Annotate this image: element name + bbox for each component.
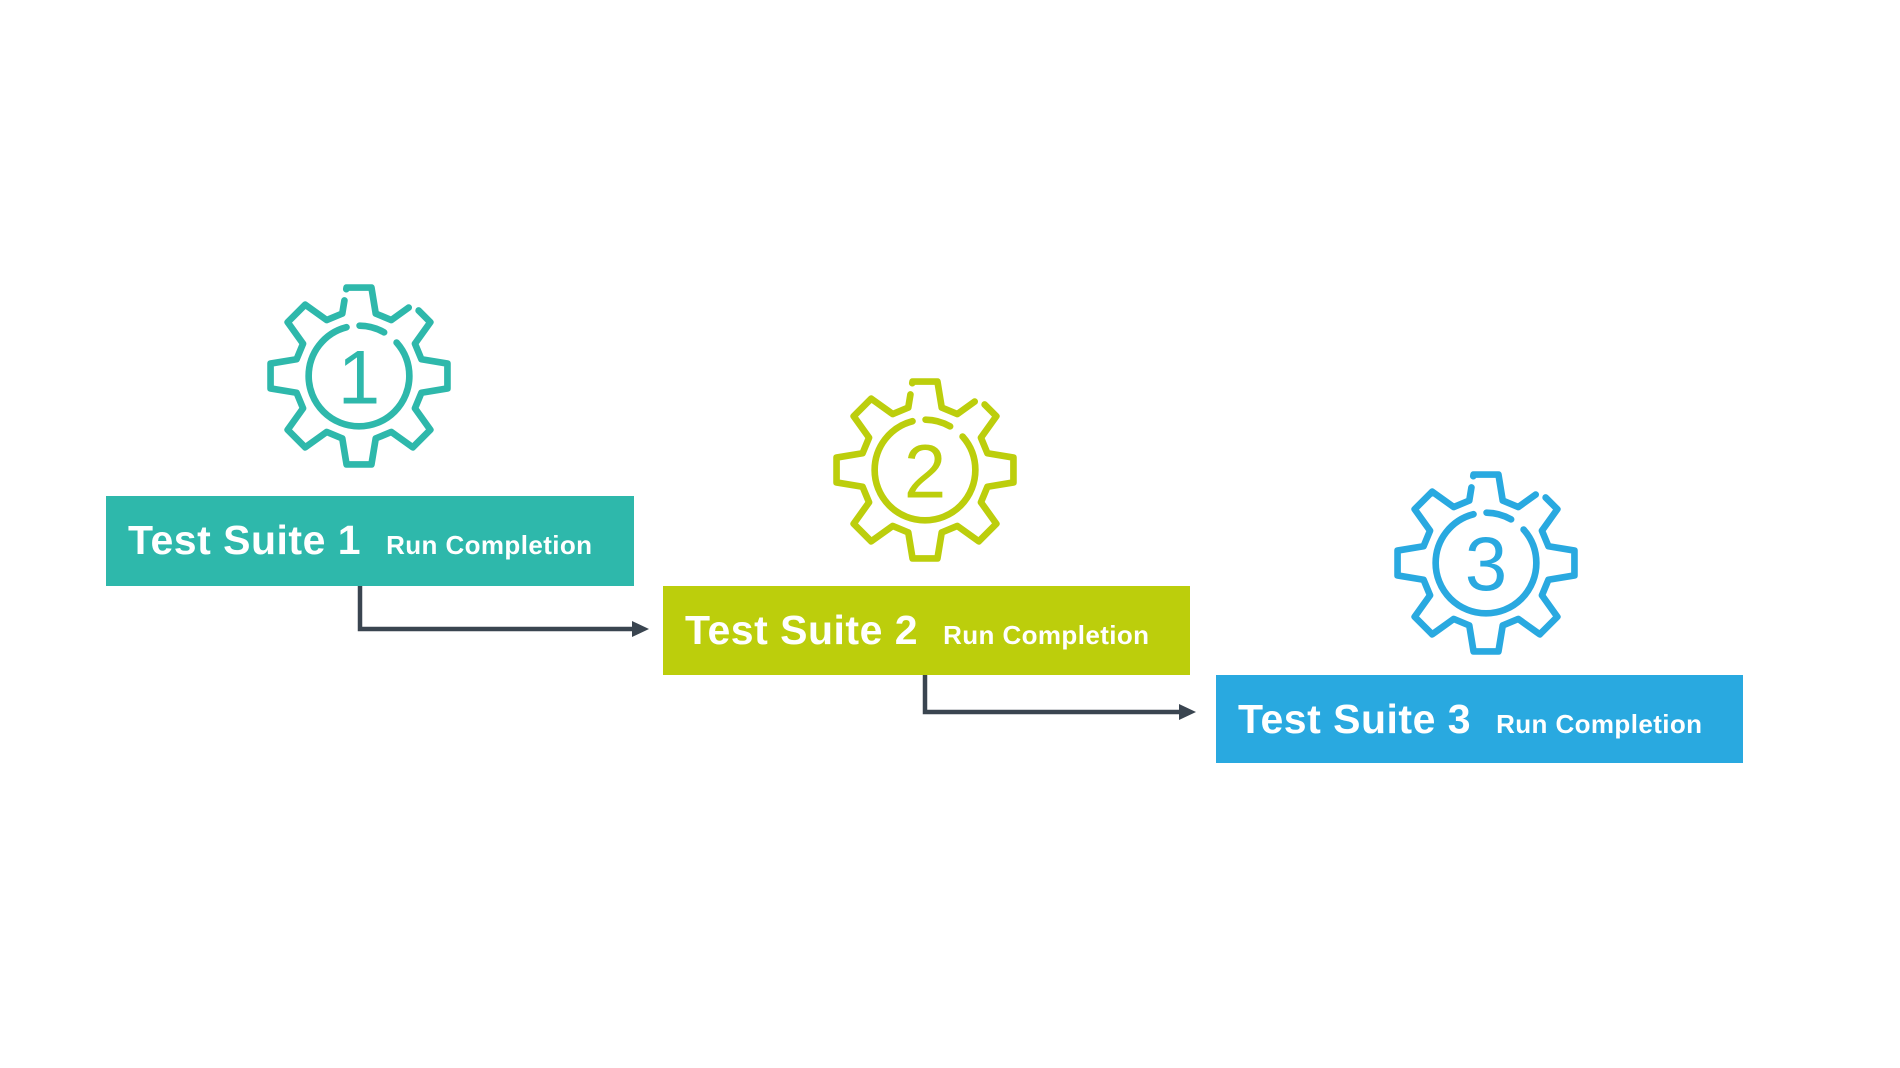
gear-3-icon: 3 <box>1394 471 1578 655</box>
test-suite-3-label: Test Suite 3 <box>1238 696 1472 742</box>
test-suite-1-label: Test Suite 1 <box>128 517 362 563</box>
gear-2-icon: 2 <box>833 378 1017 562</box>
gear-1-icon: 1 <box>267 284 451 468</box>
test-suite-1-run-completion-label: Run Completion <box>386 530 593 560</box>
test-suite-2-bar: Test Suite 2 Run Completion <box>663 586 1190 675</box>
test-suite-2-run-completion-label: Run Completion <box>943 620 1150 650</box>
arrowhead-icon <box>632 621 649 637</box>
test-suite-2-label: Test Suite 2 <box>685 607 919 653</box>
connector-line <box>357 586 634 632</box>
test-suite-3-run-completion-label: Run Completion <box>1496 709 1703 739</box>
connector-arrow-suite1-to-suite2 <box>357 586 649 637</box>
test-suite-3-bar: Test Suite 3 Run Completion <box>1216 675 1743 763</box>
connector-line <box>922 675 1181 715</box>
svg-text:1: 1 <box>338 336 380 421</box>
svg-text:3: 3 <box>1465 523 1507 608</box>
connector-arrow-suite2-to-suite3 <box>922 675 1196 720</box>
arrowhead-icon <box>1179 704 1196 720</box>
test-suite-1-bar: Test Suite 1 Run Completion <box>106 496 634 586</box>
svg-text:2: 2 <box>904 430 946 515</box>
